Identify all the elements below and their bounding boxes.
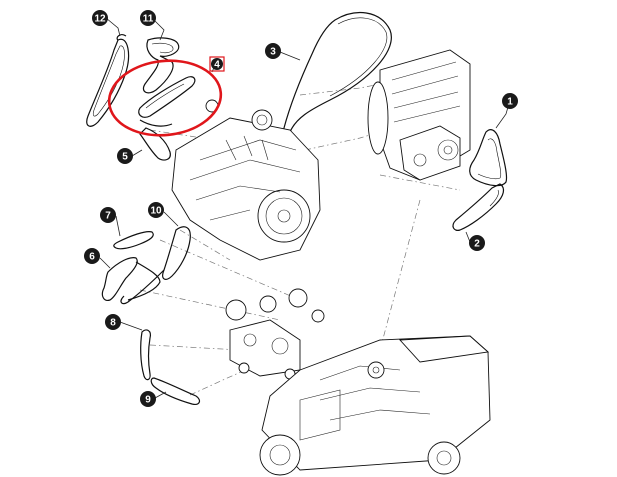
combine-harvester xyxy=(259,335,491,476)
svg-text:6: 6 xyxy=(89,252,95,263)
callout-4[interactable]: 4 xyxy=(211,58,223,71)
cooling-module xyxy=(367,49,471,181)
belt-8[interactable] xyxy=(140,329,151,381)
belt-7[interactable] xyxy=(113,231,154,250)
callout-12[interactable]: 12 xyxy=(92,10,108,26)
belt-1[interactable] xyxy=(469,129,508,187)
svg-text:8: 8 xyxy=(110,318,116,329)
harvester-front-wheel xyxy=(259,434,301,476)
svg-text:1: 1 xyxy=(507,97,513,108)
belt-6[interactable] xyxy=(101,257,161,301)
harvester-rear-wheel xyxy=(427,441,461,475)
engine-flywheel xyxy=(257,189,311,243)
callout-7[interactable]: 7 xyxy=(100,207,116,223)
engine-assembly xyxy=(171,99,321,261)
highlight-ellipse xyxy=(107,59,223,137)
callout-3[interactable]: 3 xyxy=(265,43,281,59)
callout-10[interactable]: 10 xyxy=(148,202,164,218)
svg-text:12: 12 xyxy=(94,14,106,25)
callout-4-highlight-box xyxy=(209,56,225,72)
belt-12[interactable] xyxy=(86,34,130,127)
svg-text:4: 4 xyxy=(214,60,220,71)
svg-text:9: 9 xyxy=(145,395,151,406)
belt-10[interactable] xyxy=(120,226,191,305)
turbocharger xyxy=(251,109,273,131)
belt-9[interactable] xyxy=(150,377,201,405)
svg-text:5: 5 xyxy=(122,152,128,163)
callout-8[interactable]: 8 xyxy=(105,314,121,330)
svg-text:10: 10 xyxy=(150,206,162,217)
svg-text:2: 2 xyxy=(474,239,480,250)
callout-1[interactable]: 1 xyxy=(502,93,518,109)
belt-2[interactable] xyxy=(452,183,505,231)
svg-text:7: 7 xyxy=(105,211,111,222)
callout-2[interactable]: 2 xyxy=(469,235,485,251)
belt-4[interactable] xyxy=(138,76,196,127)
svg-text:11: 11 xyxy=(143,14,154,25)
belt-11[interactable] xyxy=(142,37,180,94)
callout-6[interactable]: 6 xyxy=(84,248,100,264)
callout-11[interactable]: 11 xyxy=(140,10,156,26)
fan-shroud xyxy=(367,81,389,155)
svg-text:3: 3 xyxy=(270,47,276,58)
callout-5[interactable]: 5 xyxy=(117,148,133,164)
tensioner-pulley-group xyxy=(225,288,325,380)
callout-9[interactable]: 9 xyxy=(140,391,156,407)
